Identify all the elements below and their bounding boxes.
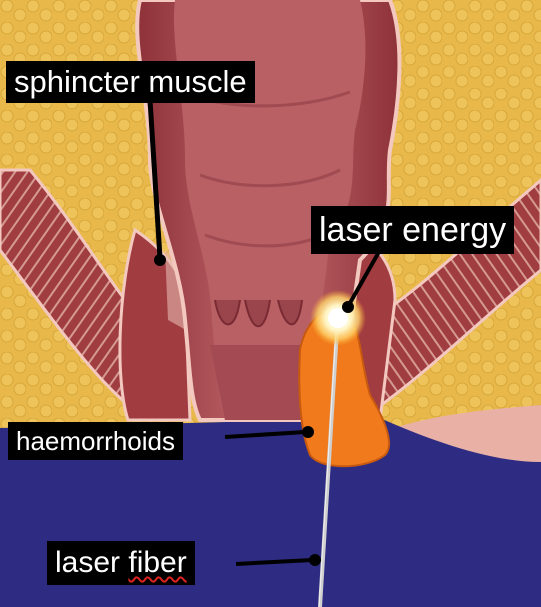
leader-haemorrhoids-dot xyxy=(302,426,314,438)
label-laser-fiber-word2: fiber xyxy=(128,546,186,579)
leader-laser-energy-dot xyxy=(342,301,354,313)
label-laser-energy: laser energy xyxy=(311,206,514,254)
label-laser-fiber: laser fiber xyxy=(47,541,195,585)
label-haemorrhoids: haemorrhoids xyxy=(8,422,183,460)
label-laser-fiber-word1: laser xyxy=(55,546,120,579)
leader-sphincter-dot xyxy=(154,254,166,266)
anal-columns xyxy=(215,300,302,326)
label-sphincter-muscle: sphincter muscle xyxy=(6,61,255,103)
anal-canal xyxy=(210,345,310,420)
leader-laser-fiber-dot xyxy=(309,554,321,566)
